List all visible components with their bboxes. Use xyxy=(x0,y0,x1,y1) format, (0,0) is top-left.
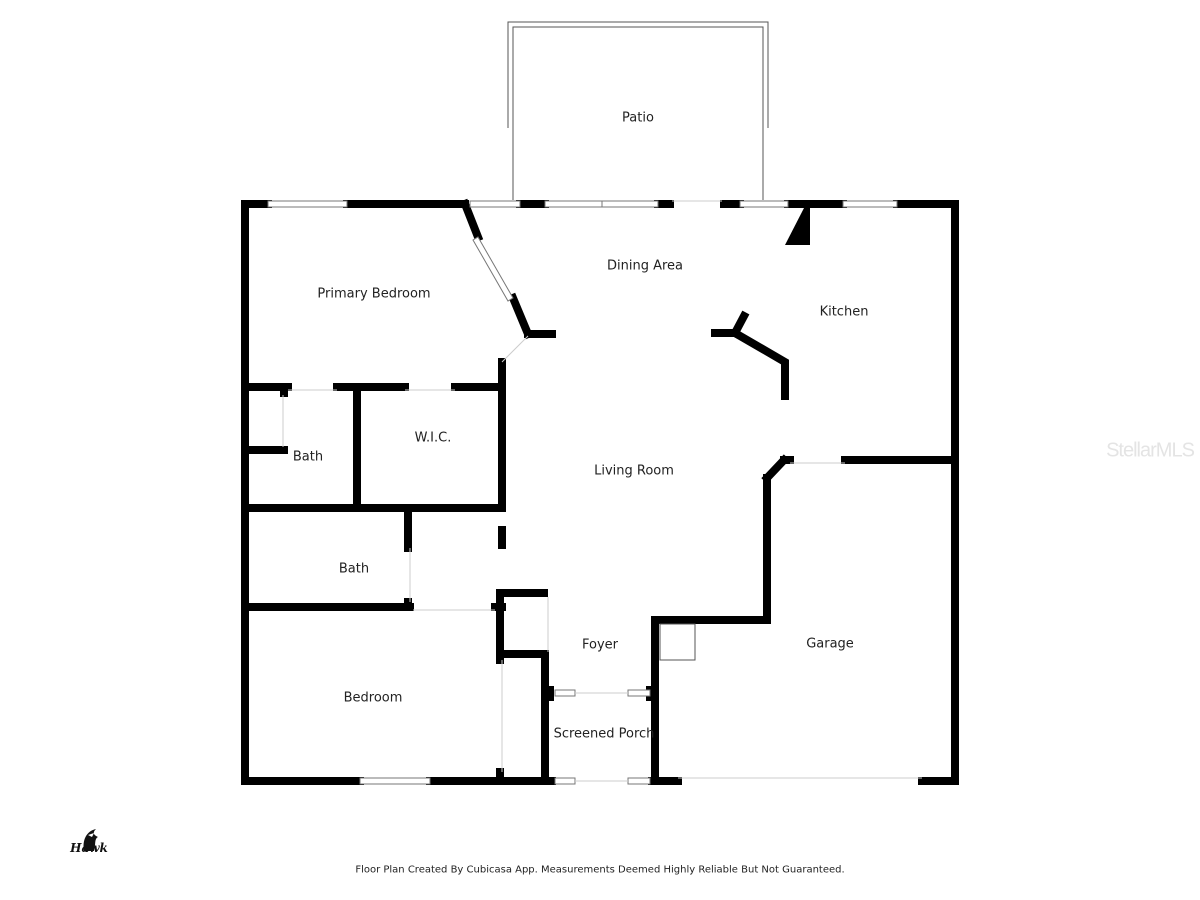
room-label-dining-area: Dining Area xyxy=(606,258,684,274)
logo-text: Hawk xyxy=(70,841,108,855)
room-label-bedroom: Bedroom xyxy=(343,690,403,706)
watermark: StellarMLS xyxy=(1106,439,1195,462)
room-label-bath-2: Bath xyxy=(338,561,370,577)
fireplace xyxy=(785,208,810,245)
room-label-garage: Garage xyxy=(806,636,854,652)
footer-disclaimer: Floor Plan Created By Cubicasa App. Meas… xyxy=(355,864,845,876)
walls xyxy=(241,198,959,785)
room-label-patio: Patio xyxy=(622,110,654,126)
room-label-screened-porch: Screened Porch xyxy=(553,726,655,742)
windows xyxy=(267,200,898,785)
room-label-foyer: Foyer xyxy=(581,637,619,653)
patio-outline xyxy=(507,21,769,200)
room-label-bath: Bath xyxy=(292,449,324,465)
room-label-primary-bedroom: Primary Bedroom xyxy=(317,286,431,302)
openings xyxy=(282,200,922,782)
room-label-living-room: Living Room xyxy=(594,463,674,479)
room-label-wic: W.I.C. xyxy=(414,430,452,446)
hawk-logo-icon xyxy=(83,829,98,851)
room-label-kitchen: Kitchen xyxy=(819,304,869,320)
water-heater xyxy=(659,623,696,661)
